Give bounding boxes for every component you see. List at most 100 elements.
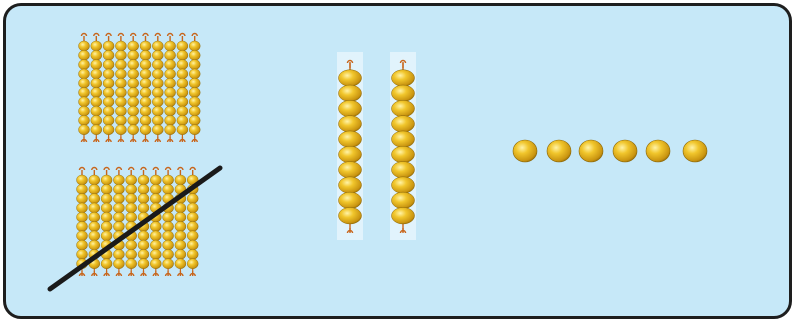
bead bbox=[128, 78, 139, 88]
bead bbox=[177, 97, 188, 107]
wire-loop bbox=[106, 137, 111, 142]
bead bbox=[138, 259, 149, 269]
bead bbox=[392, 192, 415, 209]
bead bbox=[175, 259, 186, 269]
bead bbox=[175, 212, 186, 222]
bead bbox=[113, 212, 124, 222]
bead bbox=[163, 231, 174, 241]
bead bbox=[175, 231, 186, 241]
wire-loop bbox=[155, 34, 160, 42]
bead bbox=[115, 69, 126, 79]
bead bbox=[140, 125, 151, 135]
bead bbox=[187, 203, 198, 213]
bead bbox=[89, 175, 100, 185]
bead bbox=[103, 50, 114, 60]
bead bbox=[187, 231, 198, 241]
unit-beads-group bbox=[513, 140, 707, 162]
bead bbox=[79, 69, 90, 79]
bead bbox=[126, 212, 137, 222]
bead bbox=[115, 41, 126, 51]
bead bbox=[89, 203, 100, 213]
hundred-rod bbox=[91, 34, 102, 143]
bead bbox=[91, 106, 102, 116]
hundred-square bbox=[79, 34, 201, 143]
bead bbox=[79, 78, 90, 88]
bead bbox=[103, 115, 114, 125]
bead bbox=[152, 50, 163, 60]
bead bbox=[115, 50, 126, 60]
bead bbox=[165, 87, 176, 97]
bead bbox=[177, 125, 188, 135]
wire-loop bbox=[190, 168, 195, 176]
bead bbox=[163, 221, 174, 231]
ten-bar bbox=[337, 52, 363, 240]
bead bbox=[79, 87, 90, 97]
bead bbox=[177, 60, 188, 70]
bead bbox=[138, 194, 149, 204]
bead bbox=[339, 70, 362, 87]
bead bbox=[91, 69, 102, 79]
bead bbox=[175, 221, 186, 231]
bead bbox=[77, 240, 88, 250]
bead bbox=[91, 41, 102, 51]
bead bbox=[392, 100, 415, 117]
bead bbox=[89, 231, 100, 241]
bead bbox=[138, 240, 149, 250]
wire-loop bbox=[141, 168, 146, 176]
wire-loop bbox=[168, 34, 173, 42]
bead bbox=[77, 175, 88, 185]
bead bbox=[128, 50, 139, 60]
wire-loop bbox=[80, 271, 85, 276]
bead bbox=[89, 212, 100, 222]
unit-bead bbox=[683, 140, 707, 162]
bead bbox=[189, 97, 200, 107]
bead bbox=[165, 78, 176, 88]
bead bbox=[103, 97, 114, 107]
wire-loop bbox=[129, 271, 134, 276]
bead bbox=[150, 221, 161, 231]
bead bbox=[150, 231, 161, 241]
bead bbox=[150, 259, 161, 269]
wire-loop bbox=[180, 34, 185, 42]
wire-loop bbox=[168, 137, 173, 142]
wire-loop bbox=[155, 137, 160, 142]
bead bbox=[91, 125, 102, 135]
bead bbox=[189, 125, 200, 135]
bead bbox=[187, 212, 198, 222]
hundred-rod bbox=[175, 168, 186, 277]
bead bbox=[150, 194, 161, 204]
ten-bars-group bbox=[337, 52, 416, 240]
bead bbox=[187, 249, 198, 259]
bead bbox=[165, 97, 176, 107]
wire-loop bbox=[116, 168, 121, 176]
bead bbox=[189, 115, 200, 125]
wire-loop bbox=[131, 34, 136, 42]
bead bbox=[101, 221, 112, 231]
wire-loop bbox=[94, 137, 99, 142]
bead bbox=[79, 50, 90, 60]
bead bbox=[128, 97, 139, 107]
bead bbox=[91, 115, 102, 125]
bead bbox=[113, 221, 124, 231]
bead bbox=[150, 184, 161, 194]
bead bbox=[103, 78, 114, 88]
bead bbox=[115, 115, 126, 125]
bead bbox=[101, 184, 112, 194]
hundred-rod bbox=[103, 34, 114, 143]
bead bbox=[187, 194, 198, 204]
bead bbox=[77, 249, 88, 259]
bead bbox=[177, 69, 188, 79]
hundred-rod bbox=[163, 168, 174, 277]
bead bbox=[177, 78, 188, 88]
bead bbox=[128, 60, 139, 70]
bead bbox=[152, 125, 163, 135]
bead bbox=[392, 131, 415, 148]
bead bbox=[175, 249, 186, 259]
bead bbox=[91, 87, 102, 97]
bead bbox=[101, 212, 112, 222]
wire-loop bbox=[118, 34, 123, 42]
bead bbox=[177, 87, 188, 97]
bead bbox=[152, 106, 163, 116]
wire-loop bbox=[131, 137, 136, 142]
